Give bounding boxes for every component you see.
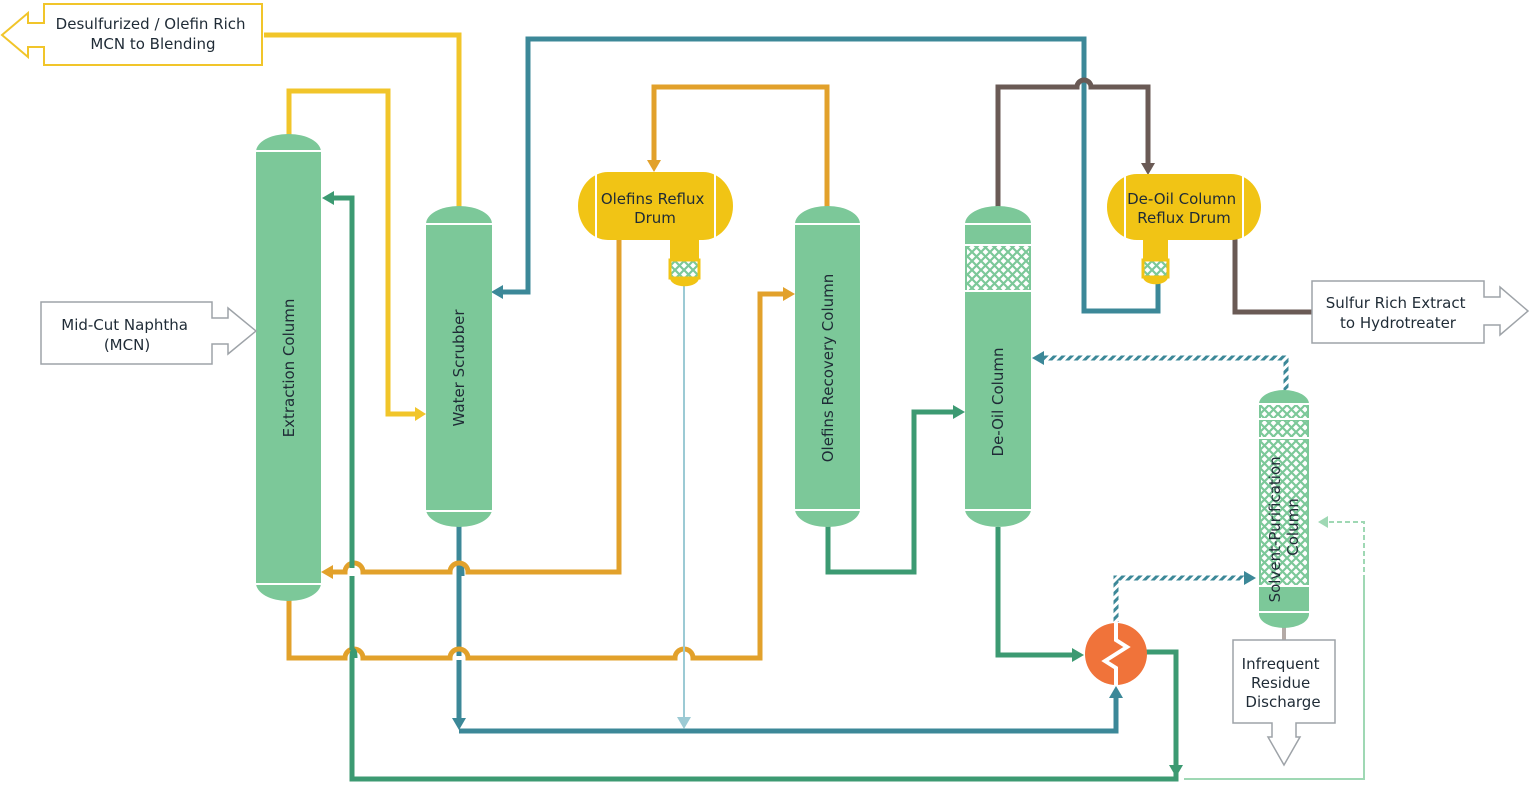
stream-deoil-bottoms bbox=[995, 527, 1072, 658]
olefins-reflux-drum[interactable]: Olefins Reflux Drum bbox=[578, 172, 733, 287]
stream-reflux-to-extraction bbox=[333, 240, 622, 575]
sulfur-extract-label-2: to Hydrotreater bbox=[1340, 314, 1457, 332]
deoil-reflux-drum[interactable]: De-Oil Column Reflux Drum bbox=[1107, 174, 1261, 285]
desulfurized-product-box: Desulfurized / Olefin Rich MCN to Blendi… bbox=[0, 3, 263, 66]
svg-text:Infrequent Residue: Infrequent Residue Discharge bbox=[1242, 655, 1325, 711]
mcn-feed-box: Mid-Cut Naphtha (MCN) bbox=[40, 301, 258, 365]
stream-recovery-overhead bbox=[651, 84, 830, 208]
stream-recovery-bottoms bbox=[825, 409, 953, 575]
stream-deoil-overhead bbox=[995, 77, 1151, 208]
arrowhead bbox=[783, 287, 795, 301]
arrowhead bbox=[452, 718, 466, 730]
arrowhead bbox=[677, 717, 691, 729]
arrowhead bbox=[1109, 686, 1123, 698]
residue-label-3: Discharge bbox=[1245, 693, 1320, 711]
olefins-recovery-column-label: Olefins Recovery Column bbox=[819, 274, 837, 463]
stream-water-return bbox=[503, 36, 1161, 314]
arrowhead bbox=[1169, 765, 1183, 777]
svg-text:Desulfurized / Olefin Rich: Desulfurized / Olefin Rich MCN to Blendi… bbox=[56, 15, 251, 53]
svg-text:Olefins Reflux Drum: Olefins Reflux Drum bbox=[601, 190, 709, 227]
arrowhead bbox=[953, 405, 965, 419]
arrowhead bbox=[647, 160, 661, 172]
solvent-purification-label-1: Solvent-Purification bbox=[1266, 456, 1284, 602]
arrowhead bbox=[1032, 351, 1044, 365]
stream-extraction-overhead bbox=[286, 88, 415, 417]
arrowhead bbox=[1244, 571, 1256, 585]
arrowhead bbox=[1141, 163, 1155, 175]
arrowhead bbox=[322, 191, 334, 205]
stream-sulfur-extract bbox=[1232, 239, 1312, 315]
svg-text:Mid-Cut Naphtha (MCN): Mid-Cut Naphtha (MCN) bbox=[61, 316, 192, 354]
desulfurized-label-2: MCN to Blending bbox=[90, 35, 215, 53]
arrowhead bbox=[415, 407, 426, 421]
svg-text:Sulfur Rich Extract to H: Sulfur Rich Extract to Hydrotreater bbox=[1326, 294, 1471, 332]
arrowhead bbox=[491, 285, 503, 299]
svg-text:De-Oil Column Reflux Dru: De-Oil Column Reflux Drum bbox=[1127, 190, 1241, 227]
arrowhead bbox=[1072, 648, 1084, 662]
arrowhead bbox=[1318, 516, 1328, 528]
sulfur-extract-box: Sulfur Rich Extract to Hydrotreater bbox=[1311, 280, 1530, 344]
residue-label-1: Infrequent bbox=[1242, 655, 1320, 673]
svg-text:Solvent-Purification Col: Solvent-Purification Column bbox=[1266, 452, 1302, 603]
stream-slipstream bbox=[1113, 575, 1244, 622]
solvent-purification-column[interactable]: Solvent-Purification Column bbox=[1259, 390, 1309, 628]
deoil-column-label: De-Oil Column bbox=[989, 348, 1007, 457]
stream-scrubber-overhead-product bbox=[264, 32, 462, 207]
extraction-column[interactable]: Extraction Column bbox=[256, 134, 321, 601]
stream-extract-to-recovery bbox=[286, 291, 783, 661]
mcn-label-1: Mid-Cut Naphtha bbox=[61, 316, 188, 334]
residue-label-2: Residue bbox=[1251, 674, 1310, 692]
water-scrubber[interactable]: Water Scrubber bbox=[426, 206, 492, 527]
stream-stripping-steam bbox=[1184, 580, 1365, 780]
mcn-label-2: (MCN) bbox=[104, 336, 150, 354]
deoil-reflux-drum-label-1: De-Oil Column bbox=[1127, 190, 1236, 208]
heat-exchanger[interactable] bbox=[1085, 623, 1147, 685]
olefins-reflux-drum-label-2: Drum bbox=[634, 209, 676, 227]
olefins-recovery-column[interactable]: Olefins Recovery Column bbox=[795, 206, 860, 527]
olefins-reflux-drum-label-1: Olefins Reflux bbox=[601, 190, 705, 208]
sulfur-extract-label-1: Sulfur Rich Extract bbox=[1326, 294, 1466, 312]
deoil-column[interactable]: De-Oil Column bbox=[965, 206, 1031, 527]
desulfurized-label-1: Desulfurized / Olefin Rich bbox=[56, 15, 246, 33]
deoil-reflux-drum-label-2: Reflux Drum bbox=[1137, 209, 1230, 227]
water-scrubber-label: Water Scrubber bbox=[450, 309, 468, 427]
arrowhead bbox=[321, 565, 333, 579]
stream-solvent-vapour bbox=[1044, 355, 1289, 392]
stream-lean-solvent bbox=[349, 649, 1179, 782]
exchanger-zigzag bbox=[1101, 623, 1131, 685]
residue-discharge-box: Infrequent Residue Discharge bbox=[1232, 639, 1336, 767]
stream-water-header bbox=[459, 698, 1119, 734]
solvent-purification-label-2: Column bbox=[1284, 498, 1302, 555]
extraction-column-label: Extraction Column bbox=[280, 299, 298, 438]
